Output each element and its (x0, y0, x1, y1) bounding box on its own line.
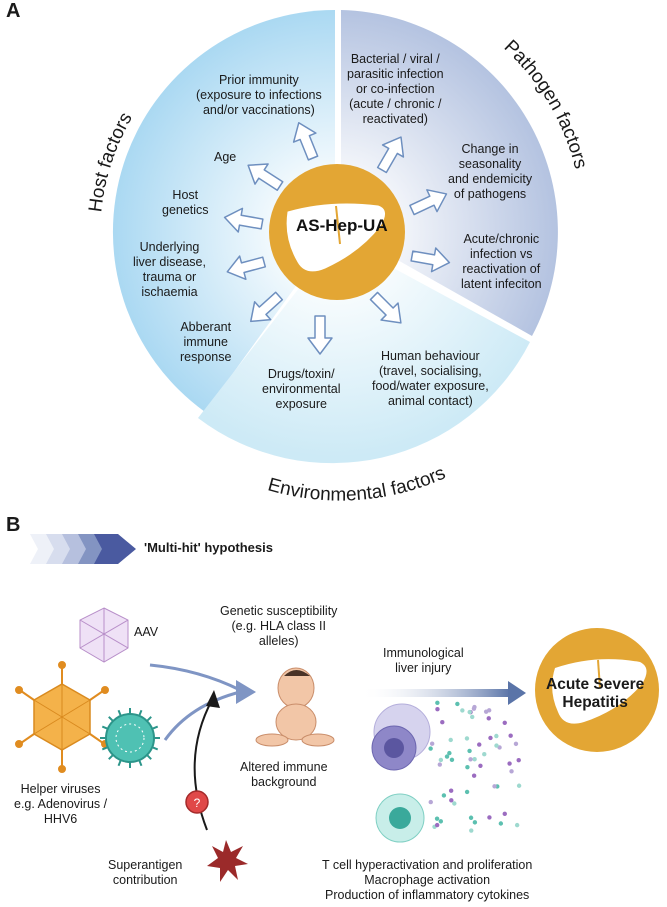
adenovirus-icon (15, 661, 109, 773)
environmental-factor-behaviour: Human behaviour(travel, socialising,food… (372, 349, 489, 408)
mechanisms-label: T cell hyperactivation and proliferation… (322, 858, 533, 902)
arrow-drugs (307, 315, 333, 355)
baby-icon (255, 667, 335, 747)
panel-a-letter: A (6, 0, 21, 22)
outcome-liver-icon (552, 659, 647, 724)
superantigen-arrowhead (206, 690, 220, 708)
gallbladder-icon (335, 205, 341, 245)
converging-arrowhead (236, 680, 256, 704)
arrow-pathogen-infection (376, 136, 405, 174)
genetic-susceptibility-label: Genetic susceptibility(e.g. HLA class II… (220, 604, 338, 648)
factor-arrows (223, 122, 451, 355)
arrow-host-genetics (223, 207, 264, 233)
question-mark-circle (185, 790, 209, 814)
question-mark: ? (194, 796, 201, 810)
cytokine-dots (428, 700, 522, 833)
converging-arrow (149, 663, 241, 741)
hhv6-icon (100, 708, 160, 768)
arrow-liver-disease (226, 255, 267, 281)
chevron-5 (94, 534, 136, 564)
arrow-prior-immunity (292, 122, 319, 161)
multi-hit-banner (30, 534, 136, 564)
arrow-immune-response (250, 291, 284, 323)
arrow-behaviour (369, 291, 402, 324)
hypothesis-label: 'Multi-hit' hypothesis (144, 540, 273, 555)
environmental-factors-title: Environmental factors (266, 463, 449, 506)
superantigen-arrow (193, 699, 213, 831)
outcome-gallbladder-icon (597, 659, 601, 689)
host-factor-age: Age (214, 150, 237, 164)
arrow-seasonality (409, 189, 448, 216)
panel-b-letter: B (6, 514, 21, 536)
immune-cells (371, 703, 431, 843)
superantigen-star-icon (207, 840, 248, 882)
arrow-age (247, 163, 284, 191)
center-label: AS-Hep-UA (296, 216, 388, 235)
aav-label: AAV (134, 625, 159, 639)
injury-arrow-shaft (360, 689, 510, 697)
injury-arrowhead (508, 681, 526, 705)
environmental-sector (198, 238, 530, 464)
host-sector (112, 9, 336, 412)
arrow-reactivation (410, 247, 451, 273)
liver-icon (286, 203, 385, 272)
aav-icon (79, 607, 129, 663)
